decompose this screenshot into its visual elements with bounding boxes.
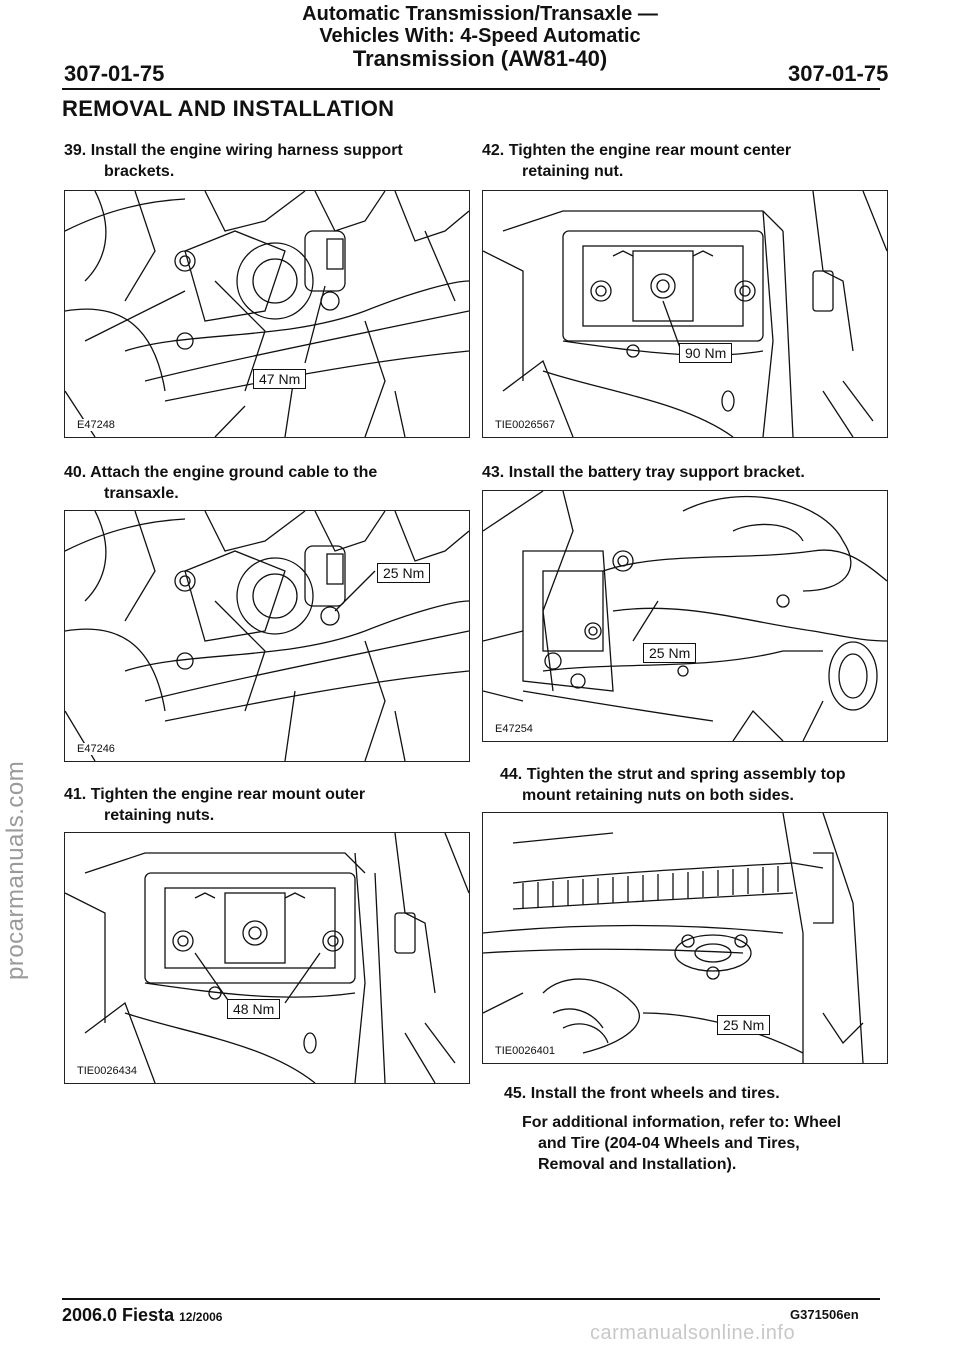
step-text: Attach the engine ground cable to the <box>90 464 378 481</box>
header-title-line2: Vehicles With: 4-Speed Automatic <box>319 25 641 47</box>
footer-model-name: 2006.0 Fiesta <box>62 1305 175 1325</box>
step-44: 44. Tighten the strut and spring assembl… <box>500 764 846 806</box>
figure-e47254: 25 Nm E47254 <box>482 490 888 742</box>
reference-line: For additional information, refer to: Wh… <box>522 1114 842 1131</box>
footer-date: 12/2006 <box>179 1310 223 1324</box>
footer-doc-code: G371506en <box>790 1307 859 1322</box>
reference-line: Removal and Installation). <box>538 1156 737 1173</box>
step-number: 39. <box>64 142 87 159</box>
step-text: Install the front wheels and tires. <box>530 1085 780 1102</box>
step-43: 43. Install the battery tray support bra… <box>482 462 805 483</box>
footer-rule <box>62 1298 880 1300</box>
bottom-watermark: carmanualsonline.info <box>590 1322 796 1344</box>
figure-e47246: 25 Nm E47246 <box>64 510 470 762</box>
side-watermark: procarmanuals.com <box>2 760 29 980</box>
torque-label: 48 Nm <box>227 999 281 1019</box>
step-text: Tighten the engine rear mount outer <box>90 786 366 803</box>
step-number: 42. <box>482 142 505 159</box>
header-title-line1: Automatic Transmission/Transaxle — <box>302 3 658 25</box>
step-42: 42. Tighten the engine rear mount center… <box>482 140 791 182</box>
torque-label: 25 Nm <box>643 643 697 663</box>
step-text-cont: retaining nut. <box>522 163 624 180</box>
step-40: 40. Attach the engine ground cable to th… <box>64 462 377 504</box>
header-rule <box>62 88 880 90</box>
step-number: 40. <box>64 464 87 481</box>
torque-label: 25 Nm <box>717 1015 771 1035</box>
page-code-right: 307-01-75 <box>788 61 889 86</box>
figure-code: TIE0026434 <box>75 1065 139 1077</box>
section-title: REMOVAL AND INSTALLATION <box>62 96 395 121</box>
figure-code: E47246 <box>75 743 117 755</box>
step-text-cont: brackets. <box>104 163 175 180</box>
step-text-cont: retaining nuts. <box>104 807 215 824</box>
step-text-cont: transaxle. <box>104 485 179 502</box>
figure-e47248: 47 Nm E47248 <box>64 190 470 438</box>
footer-model: 2006.0 Fiesta 12/2006 <box>62 1305 222 1326</box>
figure-code: TIE0026567 <box>493 419 557 431</box>
figure-tie0026434: 48 Nm TIE0026434 <box>64 832 470 1084</box>
figure-code: E47248 <box>75 419 117 431</box>
page-code-left: 307-01-75 <box>64 61 165 86</box>
torque-label: 90 Nm <box>679 343 733 363</box>
step-text: Tighten the strut and spring assembly to… <box>526 766 846 783</box>
reference-note: For additional information, refer to: Wh… <box>522 1112 841 1175</box>
step-number: 41. <box>64 786 87 803</box>
header-title-line3: Transmission (AW81-40) <box>352 46 608 71</box>
step-number: 44. <box>500 766 523 783</box>
figure-code: TIE0026401 <box>493 1045 557 1057</box>
step-number: 43. <box>482 464 505 481</box>
step-39: 39. Install the engine wiring harness su… <box>64 140 403 182</box>
torque-label: 25 Nm <box>377 563 431 583</box>
step-text: Tighten the engine rear mount center <box>508 142 792 159</box>
step-text-cont: mount retaining nuts on both sides. <box>522 787 794 804</box>
figure-tie0026401: 25 Nm TIE0026401 <box>482 812 888 1064</box>
step-41: 41. Tighten the engine rear mount outer … <box>64 784 365 826</box>
figure-code: E47254 <box>493 723 535 735</box>
reference-line: and Tire (204-04 Wheels and Tires, <box>538 1135 800 1152</box>
torque-label: 47 Nm <box>253 369 307 389</box>
step-text: Install the engine wiring harness suppor… <box>90 142 403 159</box>
step-text: Install the battery tray support bracket… <box>508 464 805 481</box>
figure-tie0026567: 90 Nm TIE0026567 <box>482 190 888 438</box>
step-number: 45. <box>504 1085 527 1102</box>
step-45: 45. Install the front wheels and tires. <box>504 1083 780 1104</box>
